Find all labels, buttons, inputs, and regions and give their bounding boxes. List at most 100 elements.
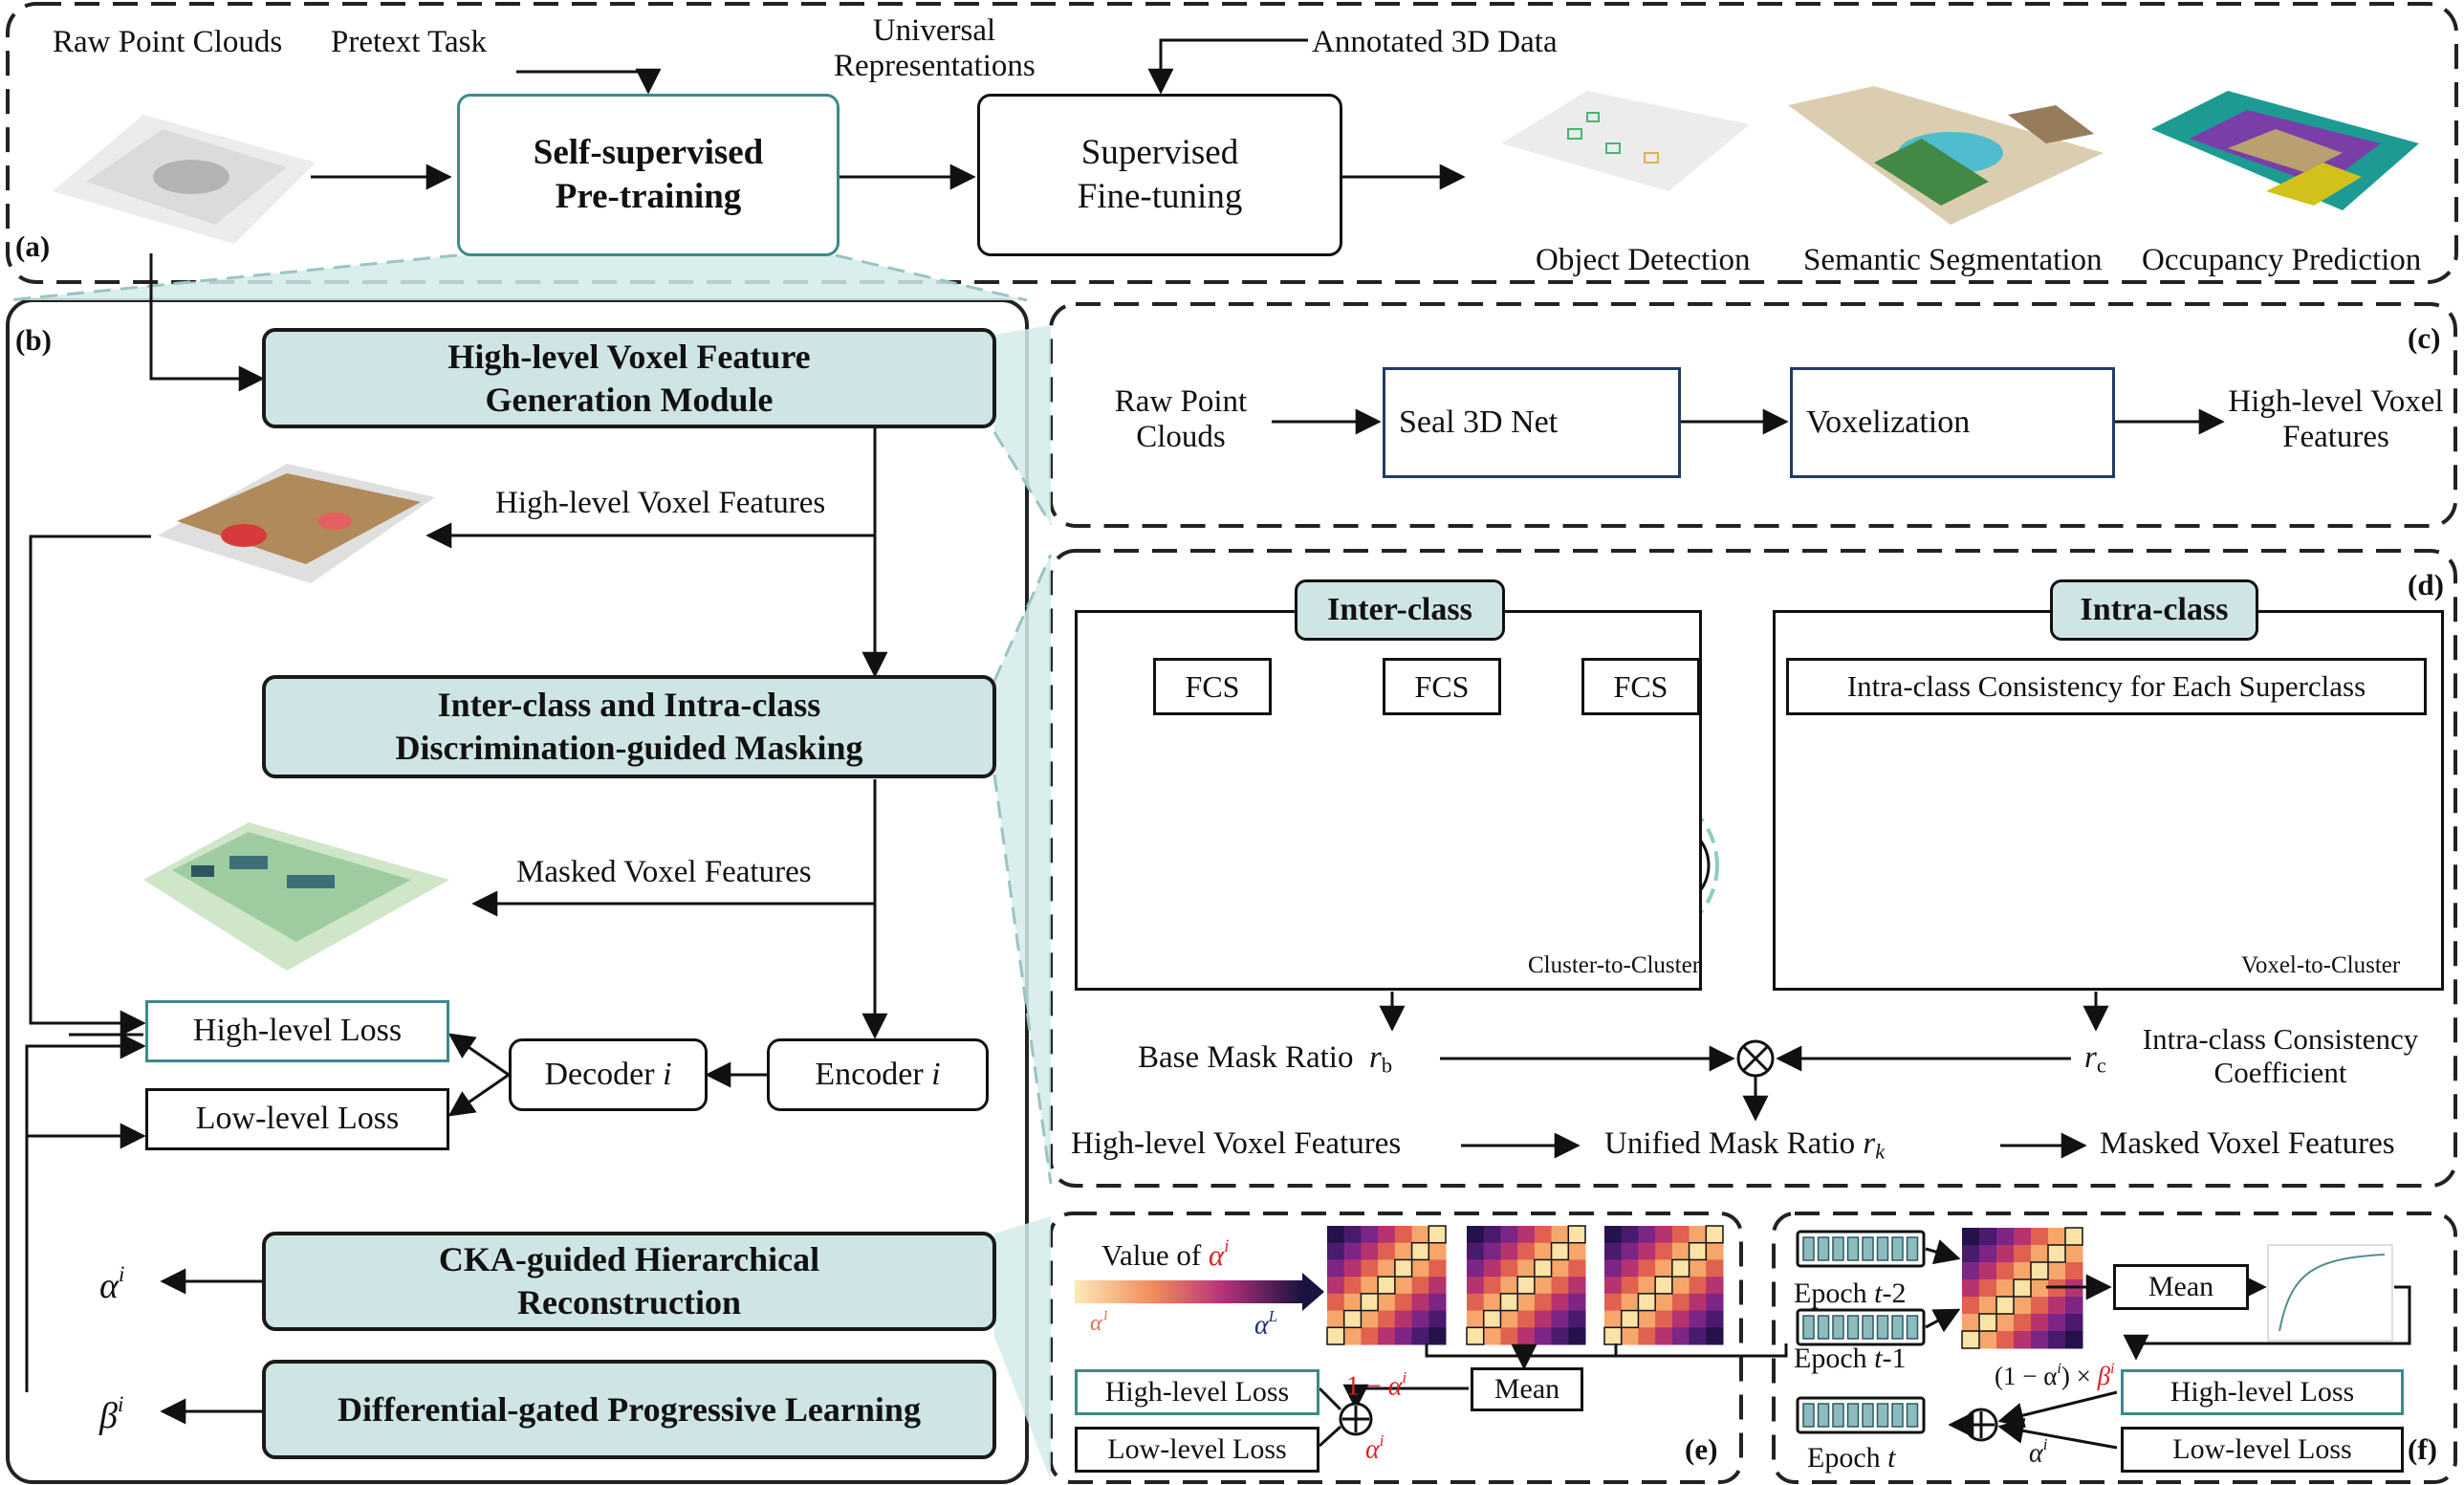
gate-weight-label: (1 − αi) × βi bbox=[1995, 1360, 2115, 1390]
epoch-t2-suffix: -2 bbox=[1882, 1278, 1907, 1309]
beta-output: βi bbox=[99, 1392, 123, 1437]
decoder-index: i bbox=[663, 1056, 672, 1092]
panel-e-tag: (e) bbox=[1685, 1432, 1718, 1466]
epoch-t-label: Epoch t bbox=[1807, 1442, 1895, 1474]
decoder-label: Decoder bbox=[544, 1056, 655, 1092]
alpha-1-symbol: α bbox=[1090, 1310, 1102, 1336]
gate-alpha-index: i bbox=[2057, 1360, 2061, 1377]
beta-symbol: β bbox=[99, 1396, 118, 1437]
c-raw-point-clouds-label: Raw Point Clouds bbox=[1114, 384, 1248, 454]
convergence-curve-plot bbox=[2267, 1244, 2393, 1342]
fcs-box-2: FCS bbox=[1383, 658, 1501, 715]
cka-heatmap-1 bbox=[1326, 1225, 1447, 1345]
f-low-level-loss-box: Low-level Loss bbox=[2121, 1427, 2404, 1473]
f-high-level-loss-box: High-level Loss bbox=[2121, 1369, 2404, 1415]
epoch-t1-word: Epoch bbox=[1794, 1343, 1867, 1374]
panel-d-frame bbox=[1049, 549, 2457, 1188]
epoch-buffer-t bbox=[1796, 1396, 1926, 1434]
panel-f-tag: (f) bbox=[2408, 1432, 2437, 1466]
f-alpha-weight-label: αi bbox=[2029, 1435, 2048, 1469]
f-alpha-index: i bbox=[2042, 1435, 2048, 1453]
base-mask-ratio-text: Base Mask Ratio bbox=[1138, 1040, 1354, 1075]
r-b-symbol: r bbox=[1368, 1040, 1382, 1075]
epoch-t1-label: Epoch t-1 bbox=[1794, 1343, 1906, 1375]
task-semantic-segmentation: Semantic Segmentation bbox=[1803, 243, 2103, 277]
fcs-box-1: FCS bbox=[1153, 658, 1272, 715]
cka-heatmap-2 bbox=[1466, 1225, 1586, 1345]
zoom-projection-to-e bbox=[994, 1216, 1051, 1480]
seal-3d-net-box: Seal 3D Net bbox=[1383, 367, 1681, 478]
panel-a-frame bbox=[6, 2, 2458, 284]
fcs-box-3: FCS bbox=[1581, 658, 1700, 715]
base-mask-ratio-label: Base Mask Ratio rb bbox=[1138, 1040, 1392, 1078]
differential-gated-learning-module: Differential-gated Progressive Learning bbox=[262, 1360, 996, 1459]
one-minus-alpha-symbol: α bbox=[1387, 1371, 1403, 1402]
encoder-label: Encoder bbox=[815, 1056, 924, 1092]
intra-consistency-box: Intra-class Consistency for Each Supercl… bbox=[1786, 658, 2427, 715]
b-low-level-loss-box: Low-level Loss bbox=[145, 1088, 449, 1150]
universal-representations-label: Universal Representations bbox=[834, 13, 1036, 83]
r-c-subscript: c bbox=[2096, 1053, 2106, 1078]
gate-prefix: (1 − α bbox=[1995, 1362, 2058, 1391]
b-high-level-loss-box: High-level Loss bbox=[145, 1000, 449, 1062]
b-masked-voxel-features-label: Masked Voxel Features bbox=[516, 855, 812, 889]
alpha-1-sup: 1 bbox=[1101, 1308, 1109, 1323]
e-alpha-weight-index: i bbox=[1379, 1431, 1385, 1450]
epoch-t1-t: t bbox=[1874, 1343, 1883, 1374]
e-high-level-loss-box: High-level Loss bbox=[1075, 1369, 1319, 1415]
epoch-buffer-t-1 bbox=[1796, 1308, 1926, 1346]
beta-index: i bbox=[117, 1392, 124, 1416]
epoch-t-t: t bbox=[1887, 1442, 1896, 1474]
value-of-alpha-index: i bbox=[1224, 1236, 1230, 1256]
gate-mid: ) × bbox=[2061, 1362, 2091, 1391]
value-of-alpha-label: Value of αi bbox=[1101, 1236, 1230, 1273]
one-minus-text: 1 − bbox=[1346, 1371, 1382, 1402]
gate-beta-index: i bbox=[2110, 1360, 2115, 1377]
panel-f-frame bbox=[1772, 1212, 2457, 1484]
r-k-subscript: k bbox=[1875, 1139, 1886, 1164]
supervised-finetuning-box: Supervised Fine-tuning bbox=[977, 94, 1342, 256]
voxel-feature-generation-module: High-level Voxel Feature Generation Modu… bbox=[262, 328, 996, 428]
zoom-projection-to-d bbox=[994, 555, 1051, 1184]
raw-point-cloud-thumbnail bbox=[53, 115, 316, 244]
cka-guided-reconstruction-module: CKA-guided Hierarchical Reconstruction bbox=[262, 1232, 996, 1331]
alpha-L-symbol: α bbox=[1254, 1310, 1269, 1341]
encoder-box: Encoder i bbox=[767, 1038, 989, 1111]
d-masked-voxel-features-label: Masked Voxel Features bbox=[2100, 1126, 2395, 1161]
e-mean-box: Mean bbox=[1471, 1367, 1583, 1411]
r-k-symbol: r bbox=[1863, 1126, 1876, 1161]
value-of-text: Value of bbox=[1101, 1237, 1202, 1272]
cka-heatmap-3 bbox=[1603, 1225, 1724, 1345]
panel-c-tag: (c) bbox=[2408, 321, 2441, 355]
panel-a-tag: (a) bbox=[15, 229, 51, 263]
alpha-L-label: αL bbox=[1254, 1307, 1278, 1341]
encoder-index: i bbox=[931, 1056, 941, 1092]
r-c-label: rc bbox=[2084, 1040, 2106, 1078]
alpha-output: αi bbox=[99, 1262, 124, 1307]
d-high-level-voxel-features-label: High-level Voxel Features bbox=[1071, 1126, 1402, 1161]
task-object-detection: Object Detection bbox=[1536, 243, 1751, 277]
seal-3d-net-label: Seal 3D Net bbox=[1399, 404, 1559, 440]
f-mean-box: Mean bbox=[2113, 1264, 2249, 1310]
epoch-t2-word: Epoch bbox=[1794, 1278, 1867, 1309]
decoder-box: Decoder i bbox=[509, 1038, 708, 1111]
pretext-task-label: Pretext Task bbox=[331, 25, 487, 59]
task-occupancy-prediction: Occupancy Prediction bbox=[2142, 243, 2422, 277]
alpha-symbol: α bbox=[99, 1266, 119, 1307]
r-b-subscript: b bbox=[1381, 1053, 1393, 1078]
cka-heatmap-epoch bbox=[1961, 1227, 2083, 1349]
alpha-L-sup: L bbox=[1268, 1307, 1278, 1325]
value-of-alpha-symbol: α bbox=[1208, 1237, 1225, 1272]
b-high-level-voxel-features-label: High-level Voxel Features bbox=[495, 486, 826, 520]
e-alpha-weight-label: αi bbox=[1365, 1431, 1385, 1465]
alpha-index: i bbox=[118, 1262, 125, 1286]
intra-class-header: Intra-class bbox=[2050, 579, 2258, 641]
panel-b-tag: (b) bbox=[15, 323, 52, 357]
voxelization-label: Voxelization bbox=[1806, 404, 1971, 440]
cka-heatmaps bbox=[1326, 1225, 1724, 1345]
consistency-coefficient-label: Intra-class Consistency Coefficient bbox=[2142, 1022, 2419, 1089]
one-minus-alpha-label: 1 − αi bbox=[1346, 1368, 1406, 1402]
e-low-level-loss-box: Low-level Loss bbox=[1075, 1427, 1319, 1473]
cluster-to-cluster-label: Cluster-to-Cluster bbox=[1528, 952, 1701, 978]
discrimination-guided-masking-module: Inter-class and Intra-class Discriminati… bbox=[262, 675, 996, 778]
